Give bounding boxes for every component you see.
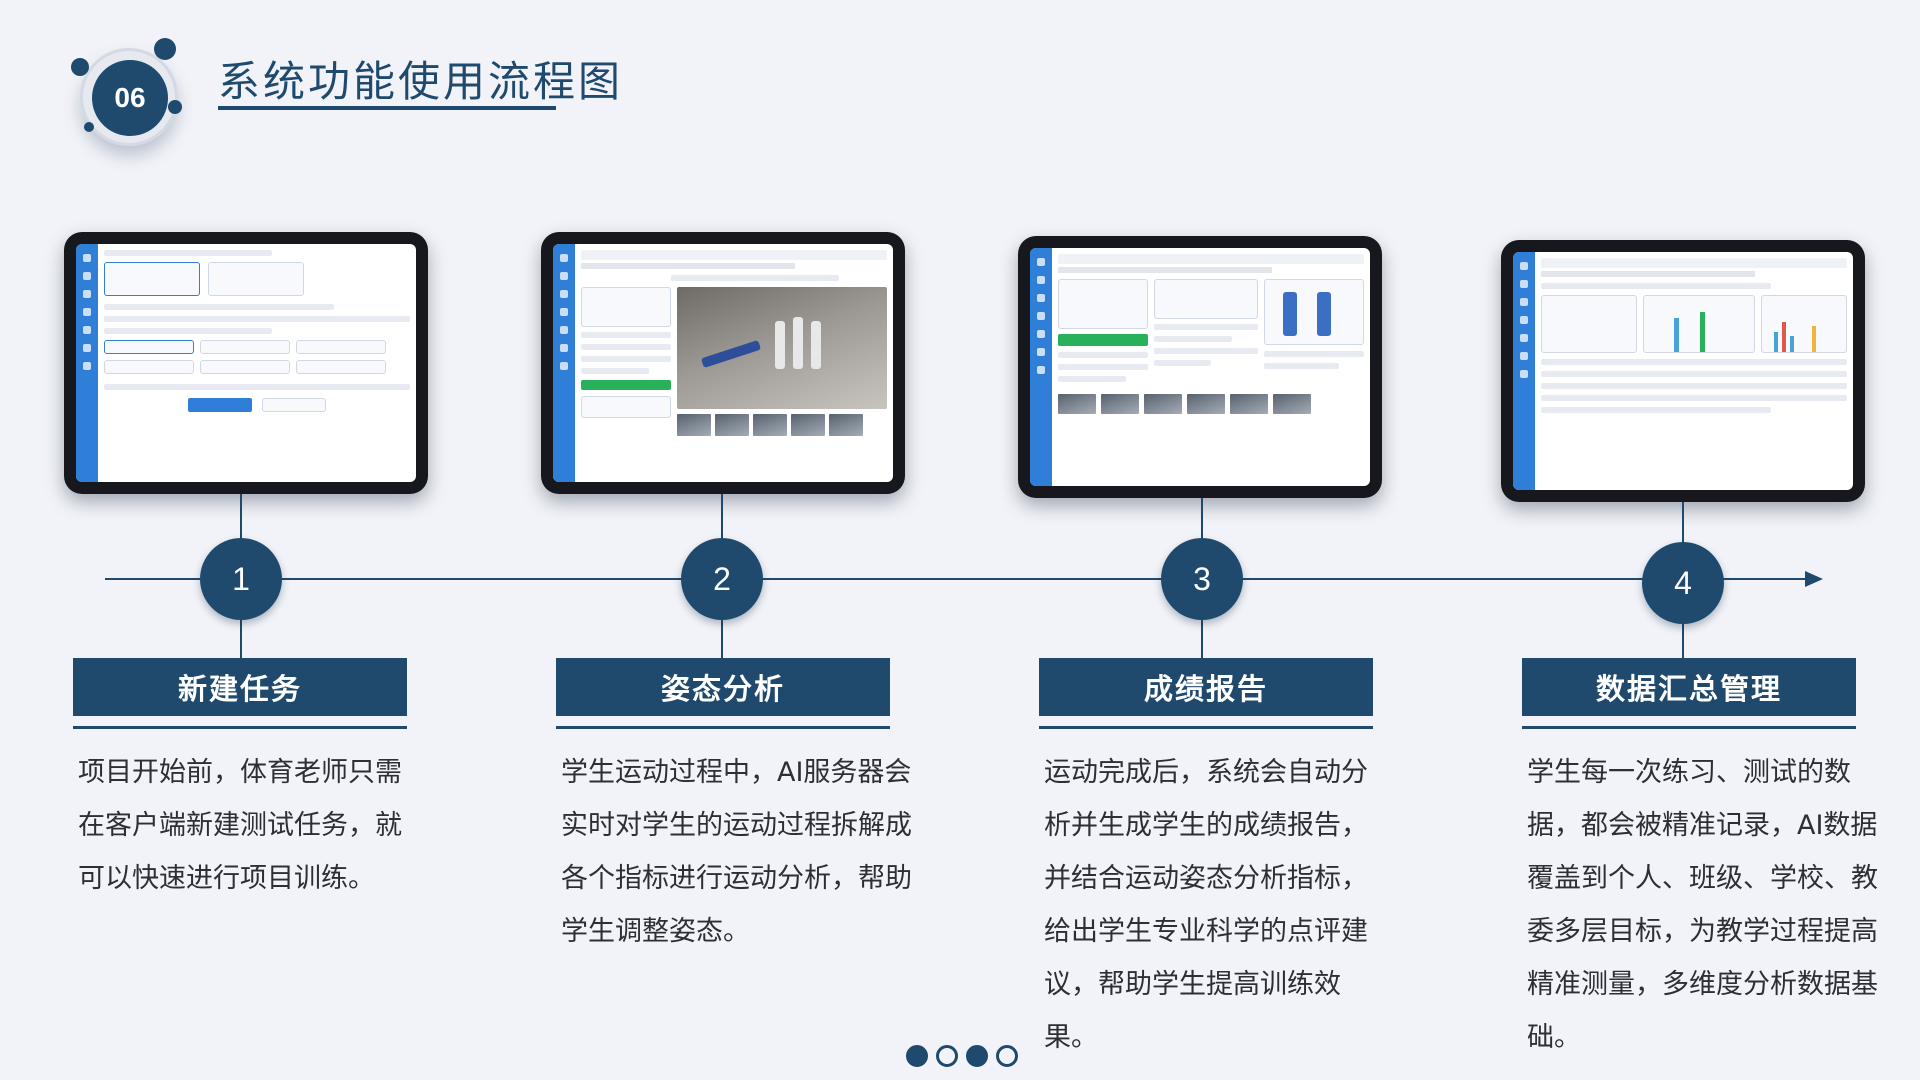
tablet-screenshot-data-summary <box>1501 240 1865 502</box>
tablet-screenshot-new-task <box>64 232 428 494</box>
step-title-1: 新建任务 <box>73 658 407 716</box>
tablet-screenshot-pose-analysis <box>541 232 905 494</box>
app-main <box>1535 252 1853 490</box>
connector-line <box>1201 620 1203 660</box>
app-sidebar <box>553 244 575 482</box>
step-description-4: 学生每一次练习、测试的数据，都会被精准记录，AI数据覆盖到个人、班级、学校、教委… <box>1527 757 1878 1053</box>
page-dot[interactable] <box>966 1045 988 1067</box>
page-title: 系统功能使用流程图 <box>218 57 624 106</box>
badge-dot <box>84 122 94 132</box>
connector-line <box>1201 498 1203 540</box>
section-badge: 06 <box>62 34 192 164</box>
app-main <box>1052 248 1370 486</box>
step-description-3: 运动完成后，系统会自动分析并生成学生的成绩报告，并结合运动姿态分析指标，给出学生… <box>1044 757 1368 1053</box>
step-number-1: 1 <box>200 538 282 620</box>
connector-line <box>240 620 242 660</box>
step-title-4: 数据汇总管理 <box>1522 658 1856 716</box>
connector-line <box>721 494 723 540</box>
step-title-2: 姿态分析 <box>556 658 890 716</box>
timeline-arrow-icon <box>1805 571 1823 587</box>
step-title-underline <box>556 726 890 729</box>
connector-line <box>1682 624 1684 660</box>
page-dot[interactable] <box>996 1045 1018 1067</box>
title-underline <box>218 106 556 110</box>
badge-dot <box>71 58 89 76</box>
section-number: 06 <box>92 60 168 136</box>
step-description-1: 项目开始前，体育老师只需在客户端新建测试任务，就可以快速进行项目训练。 <box>78 757 402 894</box>
app-sidebar <box>1513 252 1535 490</box>
step-title-3: 成绩报告 <box>1039 658 1373 716</box>
step-title-underline <box>1522 726 1856 729</box>
tablet-screen <box>1513 252 1853 490</box>
app-sidebar <box>76 244 98 482</box>
tablet-screen <box>76 244 416 482</box>
app-main <box>98 244 416 482</box>
app-main <box>575 244 893 482</box>
step-title-underline <box>73 726 407 729</box>
step-number-2: 2 <box>681 538 763 620</box>
step-description-2: 学生运动过程中，AI服务器会实时对学生的运动过程拆解成各个指标进行运动分析，帮助… <box>561 757 912 947</box>
tablet-screen <box>553 244 893 482</box>
connector-line <box>240 494 242 540</box>
badge-dot <box>168 100 182 114</box>
tablet-screen <box>1030 248 1370 486</box>
connector-line <box>721 620 723 660</box>
tablet-screenshot-score-report <box>1018 236 1382 498</box>
badge-dot <box>154 38 176 60</box>
step-title-underline <box>1039 726 1373 729</box>
timeline-axis <box>105 578 1805 580</box>
page-indicator <box>906 1045 1018 1067</box>
app-sidebar <box>1030 248 1052 486</box>
page-dot[interactable] <box>906 1045 928 1067</box>
step-number-3: 3 <box>1161 538 1243 620</box>
connector-line <box>1682 502 1684 544</box>
page-dot[interactable] <box>936 1045 958 1067</box>
step-number-4: 4 <box>1642 542 1724 624</box>
